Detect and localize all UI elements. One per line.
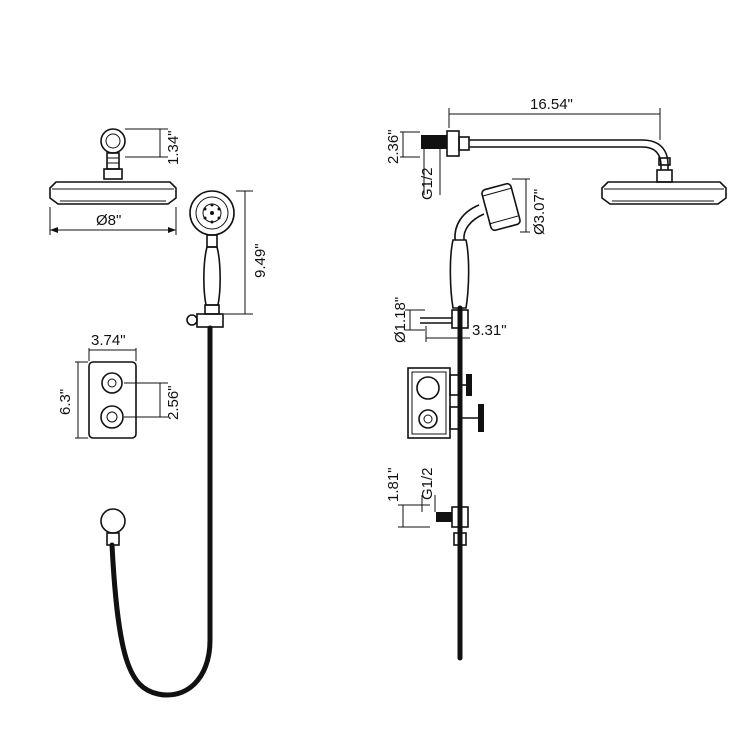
head-diameter-label: Ø8" (96, 212, 121, 229)
valve-body-side-view (407, 367, 484, 439)
handshower-length-label: 9.49" (252, 243, 269, 278)
arm-height-dimension: 1.34" (125, 128, 182, 165)
holder-side-view: Ø1.18" 3.31" (392, 297, 507, 343)
handshower-head-diameter-label: Ø3.07" (531, 189, 548, 235)
outlet-height-label: 1.81" (385, 467, 402, 502)
holder-projection-label: 3.31" (472, 322, 507, 339)
handshower-side-view: Ø3.07" (449, 178, 548, 309)
arm-thread-label: G1/2 (419, 167, 436, 200)
shower-head-front-view: Ø8" (49, 128, 177, 235)
arm-length-label: 16.54" (530, 96, 573, 113)
handshower-front-view: 9.49" (186, 190, 269, 328)
holder-diameter-label: Ø1.18" (392, 297, 409, 343)
arm-height-label: 1.34" (165, 130, 182, 165)
outlet-side-view: 1.81" G1/2 (385, 467, 469, 546)
arm-connector-dimension: 2.36" G1/2 (385, 129, 447, 200)
hose-line (109, 325, 213, 698)
wall-outlet-front-view (100, 508, 126, 546)
control-plate-front-view: 3.74" 6.3" 2.56" (57, 332, 182, 439)
arm-length-dimension: 16.54" (448, 96, 661, 140)
plate-width-label: 3.74" (91, 332, 126, 349)
outlet-thread-label: G1/2 (419, 467, 436, 500)
shower-arm-side-view (446, 130, 727, 205)
arm-drop-label: 2.36" (385, 129, 402, 164)
handle-spacing-label: 2.56" (165, 385, 182, 420)
plate-height-label: 6.3" (57, 389, 74, 415)
